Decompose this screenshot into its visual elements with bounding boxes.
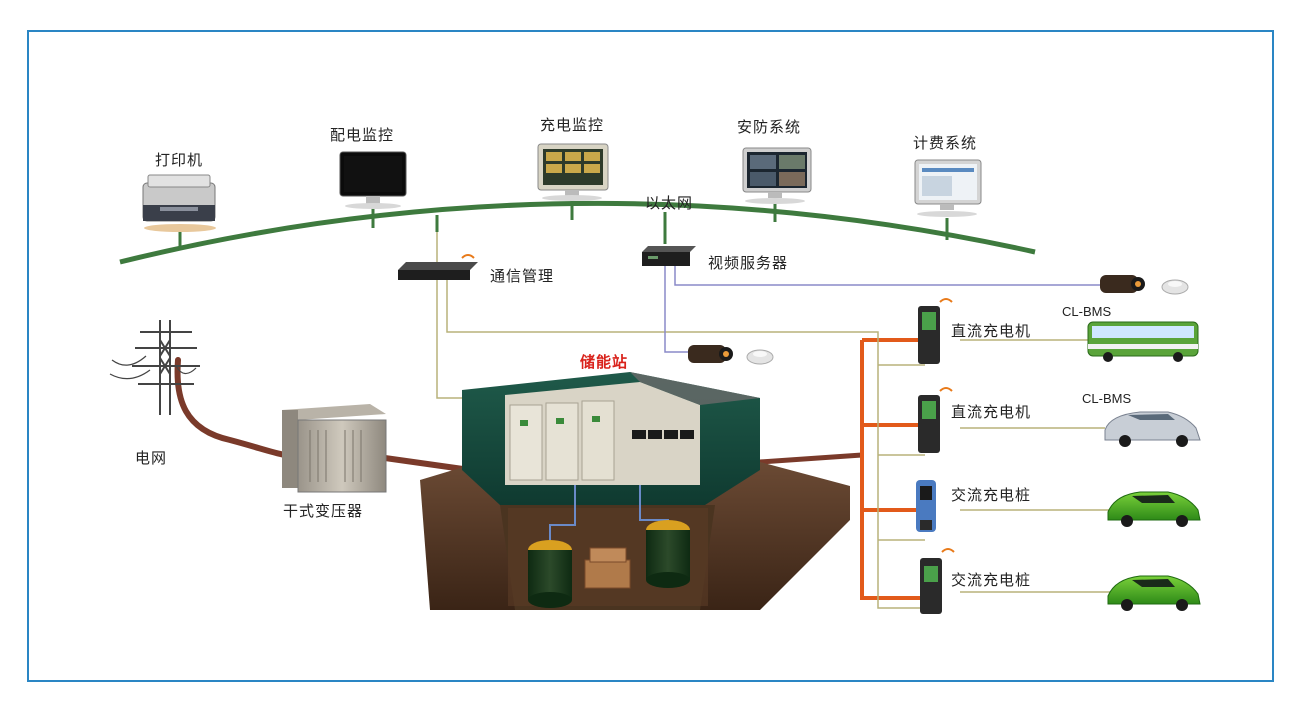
charger-icon xyxy=(918,298,953,364)
car-icon xyxy=(1107,491,1201,527)
storage-station-label: 储能站 xyxy=(580,353,628,371)
dc-charger-1-label: 直流充电机 xyxy=(951,322,1031,340)
charging-monitor-label: 充电监控 xyxy=(540,116,604,134)
car-icon xyxy=(1107,575,1201,611)
power-monitor-label: 配电监控 xyxy=(330,126,394,144)
comm-manager-label: 通信管理 xyxy=(490,267,554,285)
monitor-icon xyxy=(742,147,812,204)
monitor-icon xyxy=(914,159,982,217)
transformer-label: 干式变压器 xyxy=(283,502,363,520)
bms-car-label: CL-BMS xyxy=(1082,391,1131,406)
network-switch-icon xyxy=(398,254,478,280)
signal-lines xyxy=(436,232,1110,609)
ethernet-drops xyxy=(178,198,949,250)
storage-station-icon xyxy=(420,372,850,610)
billing-label: 计费系统 xyxy=(913,134,977,152)
grid-label: 电网 xyxy=(135,449,167,467)
ethernet-bus xyxy=(119,200,1036,265)
transformer-cabinet-icon xyxy=(282,404,387,493)
charger-icon xyxy=(920,548,955,614)
cctv-camera-icon xyxy=(1100,275,1145,293)
monitor-icon xyxy=(339,151,407,209)
ethernet-label: 以太网 xyxy=(645,194,693,212)
video-server-label: 视频服务器 xyxy=(708,254,788,272)
grid-power-cable xyxy=(174,357,288,458)
network-switch-icon xyxy=(642,246,696,266)
station-charger-cable xyxy=(759,452,863,465)
diagram-frame xyxy=(27,30,1274,682)
cctv-camera-icon xyxy=(688,345,733,363)
car-icon xyxy=(1104,411,1201,447)
charger-feed-lines xyxy=(860,338,925,600)
security-label: 安防系统 xyxy=(737,118,801,136)
smoke-detector-icon xyxy=(746,349,774,365)
smoke-detector-icon xyxy=(1161,279,1189,295)
dc-charger-2-label: 直流充电机 xyxy=(951,403,1031,421)
ac-pile-2-label: 交流充电桩 xyxy=(951,571,1031,589)
transformer-station-cable xyxy=(384,455,471,473)
charger-icon xyxy=(918,387,953,453)
connection-lines xyxy=(174,232,1110,609)
power-pylon-icon xyxy=(109,320,200,415)
monitor-icon xyxy=(537,143,609,201)
ac-pile-1-label: 交流充电桩 xyxy=(951,486,1031,504)
printer-icon xyxy=(142,174,216,232)
charger-icon xyxy=(916,480,936,532)
video-lines xyxy=(664,262,1100,353)
bus-icon xyxy=(1087,321,1199,362)
bms-bus-label: CL-BMS xyxy=(1062,304,1111,319)
printer-label: 打印机 xyxy=(155,151,203,169)
monitor-wall xyxy=(632,430,694,439)
